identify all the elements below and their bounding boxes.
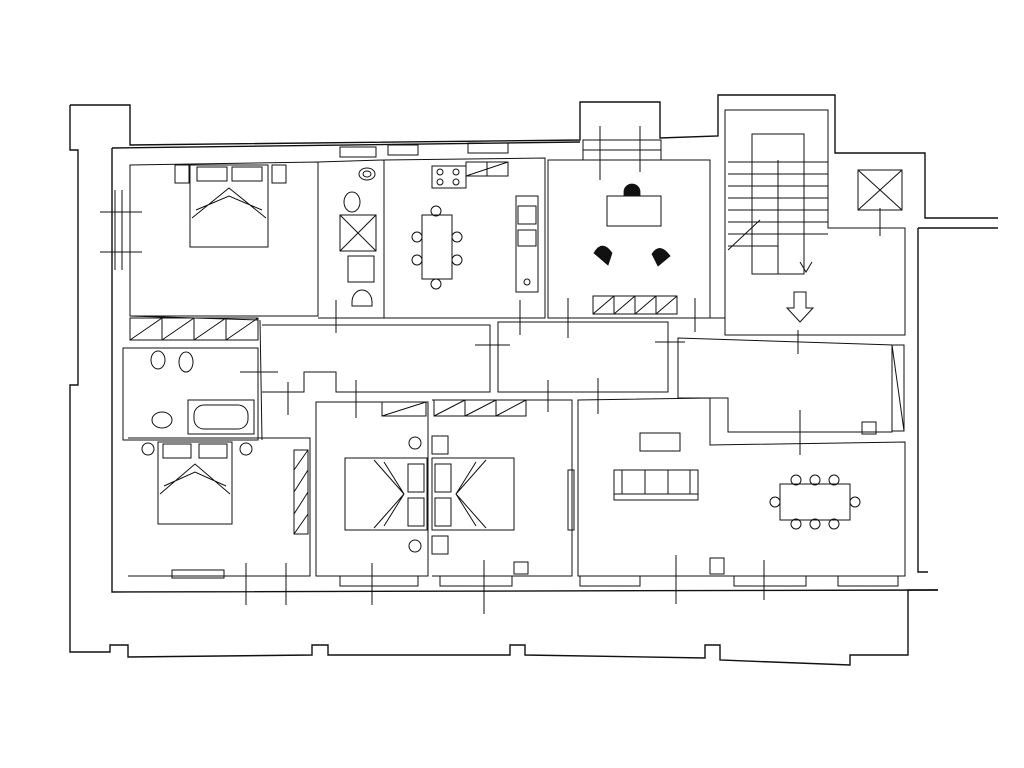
dining-table-kitchen <box>411 205 463 290</box>
wardrobe-twin <box>381 399 527 417</box>
room-living-room-north <box>547 159 711 319</box>
down-arrow-icon <box>785 291 815 323</box>
double-bed-master <box>174 164 287 248</box>
windows <box>171 139 905 587</box>
room-bedroom-twin-right <box>432 399 573 577</box>
bed-twin-left <box>344 436 428 553</box>
living-north-furniture <box>592 183 678 315</box>
interior-walls <box>111 109 906 592</box>
elevator-shaft-icon <box>857 169 903 211</box>
room-living-dining-room <box>577 397 906 577</box>
room-hallway <box>262 324 491 393</box>
door-ticks <box>100 126 881 614</box>
radiators <box>513 421 877 575</box>
wardrobe-north <box>129 317 259 341</box>
room-bathroom-with-tub <box>122 347 259 441</box>
double-bed-southwest <box>141 441 309 535</box>
bed-twin-right <box>431 435 515 555</box>
stairs <box>727 133 828 275</box>
room-bedroom-southwest <box>128 437 311 577</box>
room-kitchen <box>383 157 546 319</box>
dining-table-living <box>769 474 861 530</box>
room-master-bedroom <box>129 161 319 317</box>
bathroom-small-fixtures <box>339 167 377 307</box>
room-stairwell <box>724 109 906 336</box>
living-furniture <box>613 432 699 501</box>
room-bedroom-twin-left <box>315 401 429 577</box>
kitchen-fixtures <box>431 161 539 293</box>
bathroom-tub-fixtures <box>150 350 255 435</box>
room-bathroom-small <box>317 159 385 319</box>
